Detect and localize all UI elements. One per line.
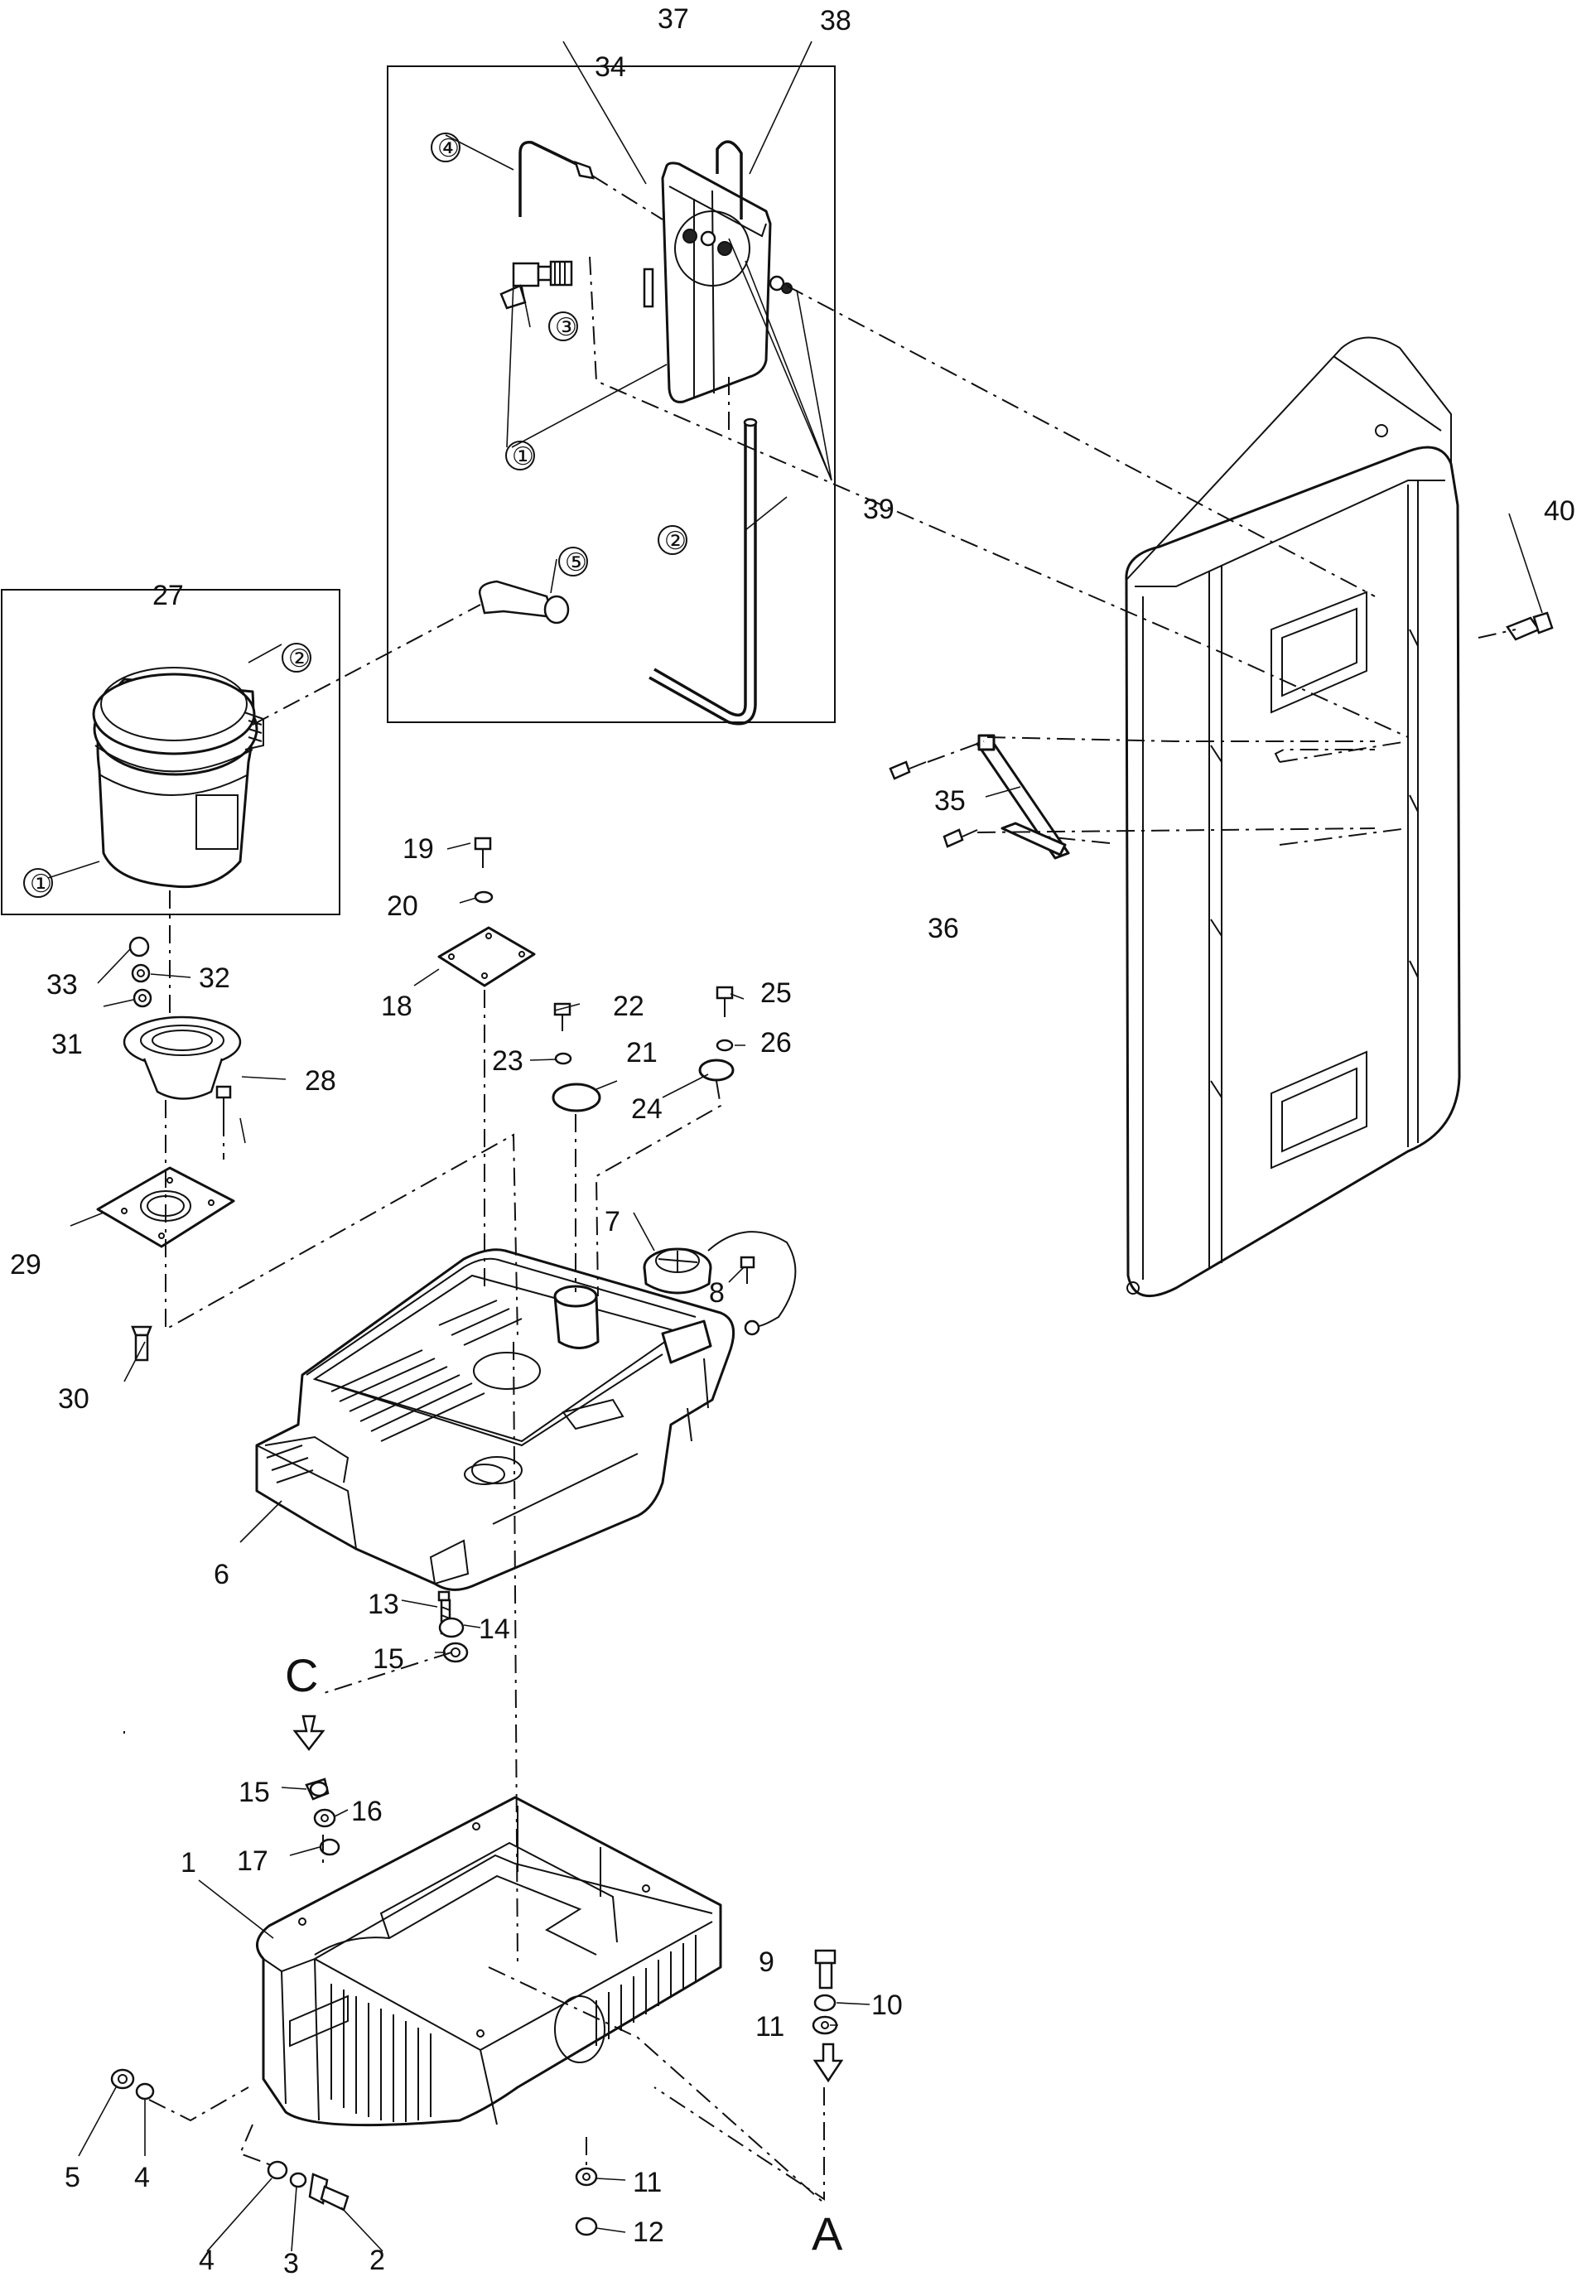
circled-label-2-bowl: ②	[288, 645, 311, 673]
part-label-11a: 11	[755, 2011, 784, 2043]
part-label-16: 16	[351, 1796, 383, 1827]
part-label-5: 5	[65, 2162, 80, 2193]
part-label-9: 9	[759, 1946, 774, 1978]
hose-upper	[518, 141, 581, 217]
circled-labels: ④ ③ ① ② ⑤ ② ①	[23, 133, 687, 898]
view-letter-C: C	[285, 1649, 318, 1701]
part-label-26: 26	[760, 1027, 792, 1059]
part-label-2: 2	[369, 2245, 385, 2276]
part-label-29: 29	[10, 1249, 41, 1281]
part-label-15a: 15	[373, 1643, 404, 1675]
circled-label-3: ③	[555, 314, 577, 341]
tee-fitting	[499, 260, 573, 310]
part-label-24: 24	[631, 1093, 663, 1125]
part-label-8: 8	[709, 1277, 725, 1309]
part-label-6: 6	[214, 1559, 229, 1590]
toilet-base	[256, 1796, 722, 2127]
hose-long	[653, 422, 747, 717]
part-label-34: 34	[595, 51, 626, 83]
circled-label-1-tank: ①	[512, 443, 534, 470]
part-label-32: 32	[199, 962, 230, 994]
holding-tank	[255, 1248, 735, 1591]
water-tank	[643, 140, 772, 403]
part-label-17: 17	[237, 1845, 268, 1877]
part-label-30: 30	[58, 1383, 89, 1415]
hose-elbow	[478, 580, 555, 619]
part-label-25: 25	[760, 977, 792, 1009]
part-label-3: 3	[283, 2248, 299, 2279]
circled-label-2-hose: ②	[664, 528, 687, 555]
part-label-23: 23	[492, 1045, 523, 1077]
part-label-4a: 4	[134, 2162, 150, 2193]
part-label-36: 36	[928, 913, 959, 944]
part-label-28: 28	[305, 1065, 336, 1097]
part-label-39: 39	[863, 494, 894, 525]
cover-plate	[437, 926, 536, 987]
part-labels: 37 38 34 39 40 27 35 36 19 20 18 22 25 2…	[10, 3, 1575, 2279]
part-label-27: 27	[152, 580, 184, 611]
part-label-33: 33	[46, 969, 78, 1001]
circled-label-5: ⑤	[565, 549, 587, 576]
part-label-15b: 15	[239, 1777, 270, 1808]
part-label-7: 7	[605, 1206, 620, 1237]
rear-panel	[1125, 336, 1461, 1298]
part-label-11b: 11	[633, 2167, 662, 2198]
part-label-19: 19	[403, 833, 434, 865]
circled-label-1-bowl: ①	[30, 871, 52, 898]
part-label-22: 22	[613, 991, 644, 1022]
part-label-40: 40	[1544, 495, 1575, 527]
part-label-14: 14	[479, 1613, 510, 1645]
part-label-20: 20	[387, 890, 418, 922]
part-label-10: 10	[871, 1990, 903, 2021]
part-label-18: 18	[381, 991, 412, 1022]
view-letter-A: A	[812, 2207, 843, 2260]
toilet-bowl	[92, 667, 264, 889]
part-label-38: 38	[820, 5, 851, 36]
toilet-flange	[123, 1015, 242, 1100]
part-label-21: 21	[626, 1037, 658, 1068]
part-label-12: 12	[633, 2216, 664, 2248]
part-label-13: 13	[368, 1589, 399, 1620]
fill-cap	[643, 1231, 797, 1336]
part-label-35: 35	[934, 785, 966, 817]
part-label-37: 37	[658, 3, 689, 35]
sub-assembly-34-frame	[387, 65, 836, 723]
circled-label-4: ④	[437, 135, 460, 162]
part-label-1: 1	[181, 1847, 196, 1879]
part-label-31: 31	[51, 1029, 83, 1060]
part-label-4b: 4	[199, 2245, 215, 2276]
